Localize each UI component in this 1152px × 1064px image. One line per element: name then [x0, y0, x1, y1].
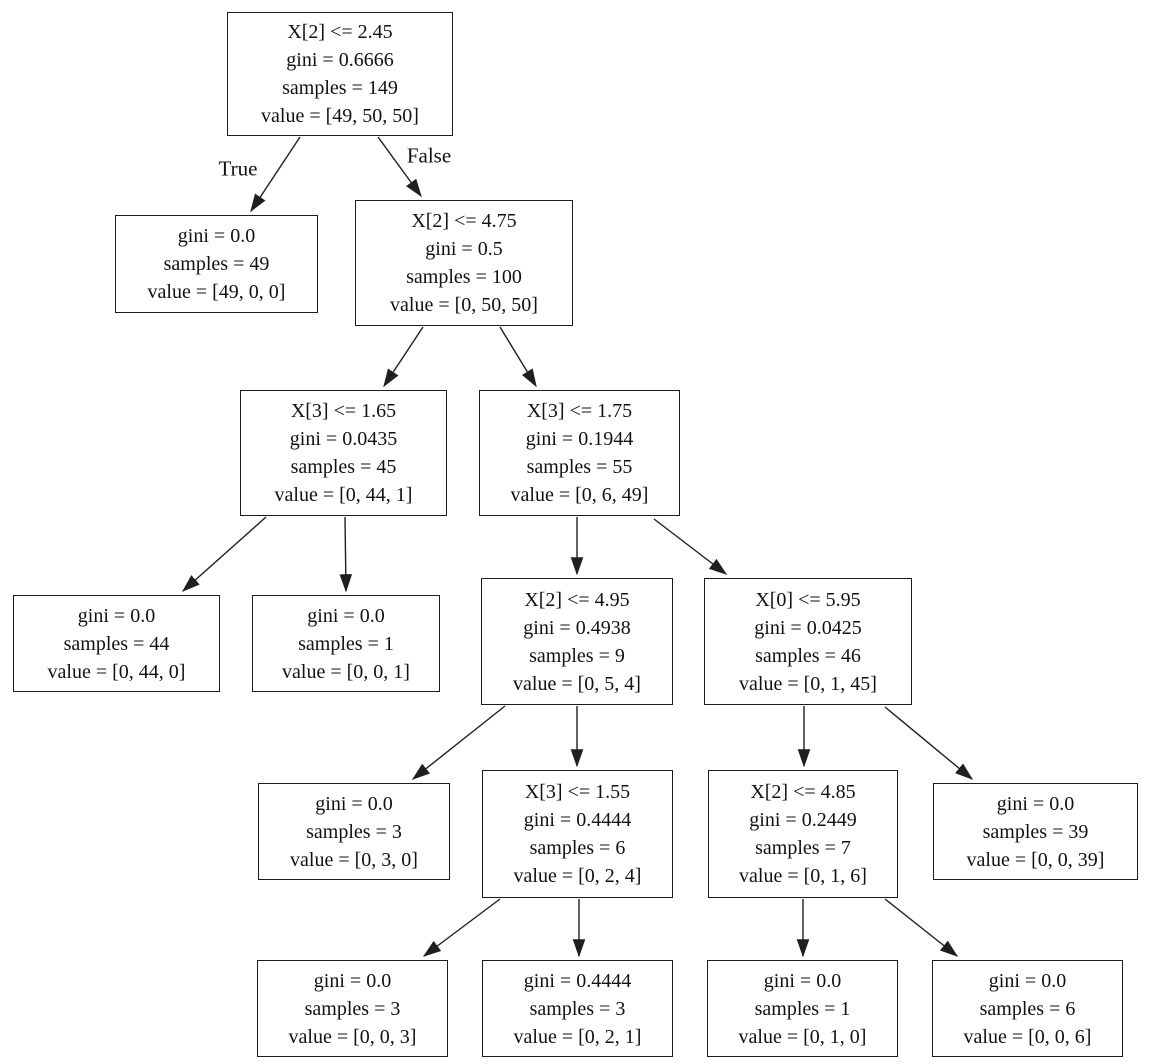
node-text-line: value = [0, 0, 39]	[966, 848, 1105, 871]
tree-edge-3-6	[339, 516, 353, 593]
node-text-line: samples = 1	[754, 997, 851, 1020]
node-text-line: gini = 0.6666	[286, 49, 394, 71]
node-text-line: samples = 9	[529, 644, 625, 667]
tree-node-2: X[2] <= 4.75 gini = 0.5 samples = 100 value…	[355, 200, 573, 326]
node-text-line: samples = 3	[306, 820, 402, 843]
node-text-line: gini = 0.0	[996, 792, 1075, 815]
node-text-line: gini = 0.4938	[523, 616, 631, 639]
node-text-line: value = [0, 0, 3]	[288, 1025, 417, 1048]
tree-edge-10-13	[422, 898, 501, 957]
node-text-line: samples = 100	[406, 266, 522, 288]
node-text-line: value = [0, 44, 1]	[274, 484, 413, 506]
tree-edge-2-3	[383, 326, 424, 388]
tree-edge-0-1	[250, 136, 301, 213]
node-text-line: samples = 3	[529, 997, 626, 1020]
tree-node-12: gini = 0.0 samples = 39 value = [0, 0, 39]	[933, 783, 1138, 880]
tree-edge-7-9	[411, 705, 506, 780]
edge-label-true: True	[218, 156, 258, 181]
node-text-line: X[3] <= 1.65	[290, 400, 397, 422]
node-text-line: value = [0, 2, 1]	[513, 1025, 642, 1048]
node-text-line: X[2] <= 4.75	[411, 210, 517, 232]
node-text-line: samples = 3	[304, 997, 401, 1020]
node-text-line: samples = 39	[982, 820, 1089, 843]
node-text-line: gini = 0.5	[425, 238, 503, 260]
tree-edge-4-8	[653, 518, 728, 575]
node-text-line: value = [0, 2, 4]	[513, 865, 642, 887]
node-text-line: value = [0, 5, 4]	[513, 672, 641, 695]
edge-label-false: False	[406, 143, 452, 168]
node-text-line: gini = 0.4444	[523, 969, 632, 992]
node-text-line: X[0] <= 5.95	[755, 588, 861, 611]
node-text-line: value = [0, 3, 0]	[290, 848, 418, 871]
node-text-line: samples = 149	[282, 77, 398, 99]
node-text-line: samples = 45	[290, 456, 397, 478]
tree-edge-11-16	[884, 898, 959, 957]
tree-node-0: X[2] <= 2.45 gini = 0.6666 samples = 149 va…	[227, 12, 453, 136]
node-text-line: value = [49, 0, 0]	[147, 281, 286, 303]
node-text-line: X[3] <= 1.55	[524, 781, 631, 803]
node-text-line: gini = 0.4444	[523, 809, 632, 831]
tree-node-14: gini = 0.4444 samples = 3 value = [0, 2, 1…	[482, 960, 673, 1057]
node-text-line: gini = 0.0435	[289, 428, 398, 450]
node-text-line: value = [0, 1, 6]	[739, 865, 867, 887]
tree-node-9: gini = 0.0 samples = 3 value = [0, 3, 0]	[258, 783, 450, 880]
node-text-line: samples = 6	[529, 837, 626, 859]
node-text-line: gini = 0.0	[988, 969, 1067, 992]
node-text-line: samples = 7	[755, 837, 851, 859]
node-text-line: value = [0, 1, 0]	[738, 1025, 867, 1048]
node-text-line: samples = 6	[979, 997, 1076, 1020]
node-text-line: value = [0, 1, 45]	[739, 672, 877, 695]
tree-node-10: X[3] <= 1.55 gini = 0.4444 samples = 6 valu…	[482, 770, 673, 898]
node-text-line: value = [0, 6, 49]	[510, 484, 649, 506]
tree-node-11: X[2] <= 4.85 gini = 0.2449 samples = 7 valu…	[708, 770, 898, 898]
node-text-line: value = [0, 44, 0]	[47, 660, 186, 683]
tree-node-1: gini = 0.0 samples = 49 value = [49, 0, 0]	[115, 215, 318, 313]
node-text-line: samples = 49	[163, 253, 270, 275]
node-text-line: gini = 0.2449	[749, 809, 857, 831]
tree-node-4: X[3] <= 1.75 gini = 0.1944 samples = 55 val…	[479, 390, 680, 516]
node-text-line: X[2] <= 2.45	[287, 21, 393, 43]
tree-node-5: gini = 0.0 samples = 44 value = [0, 44, 0]	[13, 595, 220, 692]
tree-node-15: gini = 0.0 samples = 1 value = [0, 1, 0]	[707, 960, 898, 1057]
node-text-line: gini = 0.0	[315, 792, 393, 815]
node-text-line: samples = 44	[63, 632, 170, 655]
tree-node-7: X[2] <= 4.95 gini = 0.4938 samples = 9 valu…	[481, 578, 673, 705]
node-text-line: gini = 0.0	[313, 969, 392, 992]
tree-node-3: X[3] <= 1.65 gini = 0.0435 samples = 45 val…	[240, 390, 447, 516]
tree-node-16: gini = 0.0 samples = 6 value = [0, 0, 6]	[932, 960, 1123, 1057]
node-text-line: value = [0, 50, 50]	[390, 294, 538, 316]
tree-node-8: X[0] <= 5.95 gini = 0.0425 samples = 46 val…	[704, 578, 912, 705]
tree-edge-3-5	[181, 516, 267, 592]
node-text-line: gini = 0.0	[177, 225, 256, 247]
node-text-line: value = [0, 0, 1]	[282, 660, 410, 683]
node-text-line: samples = 55	[526, 456, 633, 478]
node-text-line: X[2] <= 4.85	[750, 781, 856, 803]
tree-node-13: gini = 0.0 samples = 3 value = [0, 0, 3]	[257, 960, 448, 1057]
node-text-line: value = [49, 50, 50]	[261, 105, 419, 127]
node-text-line: gini = 0.1944	[525, 428, 634, 450]
tree-edge-2-4	[499, 326, 537, 388]
node-text-line: samples = 1	[298, 632, 394, 655]
node-text-line: gini = 0.0	[307, 604, 385, 627]
node-text-line: X[2] <= 4.95	[524, 588, 630, 611]
tree-edge-8-12	[884, 706, 974, 780]
node-text-line: X[3] <= 1.75	[526, 400, 633, 422]
node-text-line: samples = 46	[755, 644, 861, 667]
node-text-line: gini = 0.0425	[754, 616, 862, 639]
node-text-line: gini = 0.0	[763, 969, 842, 992]
node-text-line: value = [0, 0, 6]	[963, 1025, 1092, 1048]
tree-node-6: gini = 0.0 samples = 1 value = [0, 0, 1]	[252, 595, 440, 692]
node-text-line: gini = 0.0	[77, 604, 156, 627]
